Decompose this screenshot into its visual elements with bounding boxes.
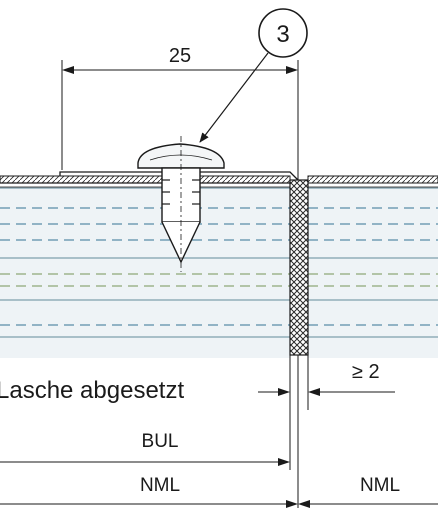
board-body <box>0 187 438 358</box>
callout: 3 <box>199 8 308 143</box>
callout-circle <box>258 8 308 58</box>
dimension-25: 25 <box>61 45 299 180</box>
tab-label: Lasche abgesetzt <box>0 377 184 404</box>
gap-label: ≥ 2 <box>352 361 380 383</box>
cover-strip <box>0 171 438 188</box>
gap-dimension: ≥ 2 <box>308 361 395 396</box>
bul-dimension: BUL <box>0 431 290 466</box>
tab-annotation: Lasche abgesetzt <box>0 377 290 404</box>
callout-number: 3 <box>276 21 289 48</box>
nml-left-dimension: NML <box>0 475 298 508</box>
bul-label: BUL <box>142 431 179 452</box>
joint-strip <box>289 179 309 356</box>
extension-lines <box>289 355 309 508</box>
dimension-25-label: 25 <box>169 45 191 67</box>
nml-right-dimension: NML <box>298 475 438 508</box>
screw <box>137 136 225 272</box>
nml-left-label: NML <box>140 475 180 496</box>
nml-right-label: NML <box>360 475 400 496</box>
